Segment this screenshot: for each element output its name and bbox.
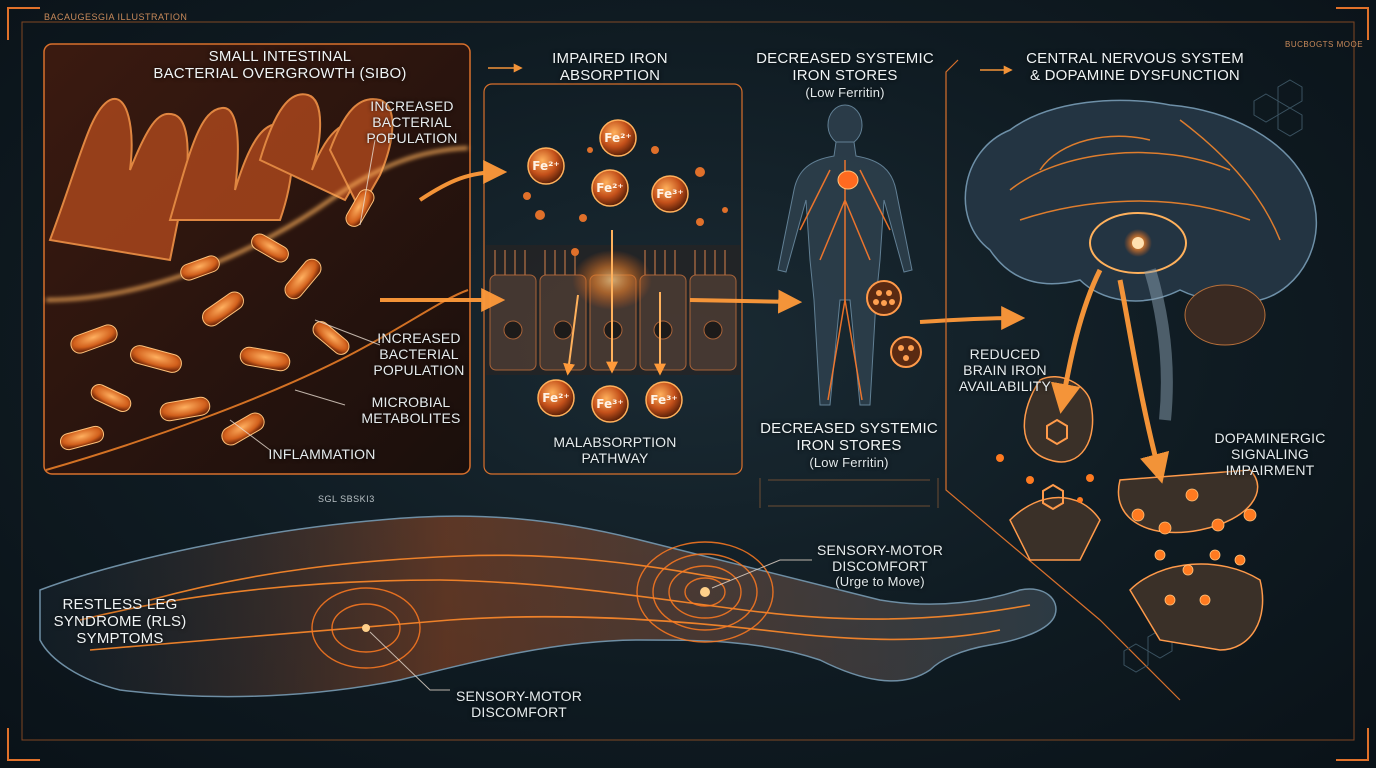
neuron-synapse-lower bbox=[1117, 469, 1264, 651]
svg-text:Fe³⁺: Fe³⁺ bbox=[656, 187, 683, 201]
svg-text:Fe³⁺: Fe³⁺ bbox=[596, 397, 623, 411]
svg-text:Fe²⁺: Fe²⁺ bbox=[542, 391, 569, 405]
label-inflammation: INFLAMMATION bbox=[268, 446, 376, 462]
header-tag: BACAUGESGIA ILLUSTRATION bbox=[44, 12, 188, 22]
svg-text:Fe²⁺: Fe²⁺ bbox=[532, 159, 559, 173]
brain bbox=[964, 99, 1318, 421]
decorative-text-lines bbox=[759, 478, 939, 508]
fe-ion-3: Fe²⁺ bbox=[591, 169, 629, 207]
fe-ion-6: Fe³⁺ bbox=[591, 385, 629, 423]
sibo-footnote: SGL SBSKI3 bbox=[318, 494, 375, 504]
corner-tag: BUCBOGTS MOOE bbox=[1285, 40, 1364, 49]
absorption-panel bbox=[483, 83, 743, 475]
outer-frame bbox=[7, 7, 1369, 761]
svg-text:Fe²⁺: Fe²⁺ bbox=[596, 181, 623, 195]
cns-panel-frame bbox=[945, 59, 1181, 701]
cns-title: CENTRAL NERVOUS SYSTEM& DOPAMINE DYSFUNC… bbox=[1026, 50, 1244, 84]
fe-ion-5: Fe²⁺ bbox=[537, 379, 575, 417]
svg-text:Fe²⁺: Fe²⁺ bbox=[604, 131, 631, 145]
flow-arrows bbox=[380, 63, 1026, 331]
sibo-panel bbox=[43, 43, 471, 475]
iron-reserve-cells bbox=[866, 280, 922, 368]
bacteria-cluster bbox=[59, 189, 375, 451]
fe-ion-4: Fe³⁺ bbox=[651, 175, 689, 213]
fe-ion-2: Fe²⁺ bbox=[599, 119, 637, 157]
fe-ion-1: Fe²⁺ bbox=[527, 147, 565, 185]
cns-arrows bbox=[1050, 268, 1170, 484]
svg-text:Fe³⁺: Fe³⁺ bbox=[650, 393, 677, 407]
neuron-synapse-upper bbox=[996, 376, 1101, 561]
heart bbox=[837, 170, 859, 190]
leg-illustration bbox=[39, 515, 1057, 698]
vascular-system bbox=[799, 160, 891, 401]
fe-ion-7: Fe³⁺ bbox=[645, 381, 683, 419]
iron-ions: Fe²⁺ Fe²⁺ Fe²⁺ Fe³⁺ Fe²⁺ Fe³⁺ Fe³⁺ bbox=[523, 119, 728, 423]
